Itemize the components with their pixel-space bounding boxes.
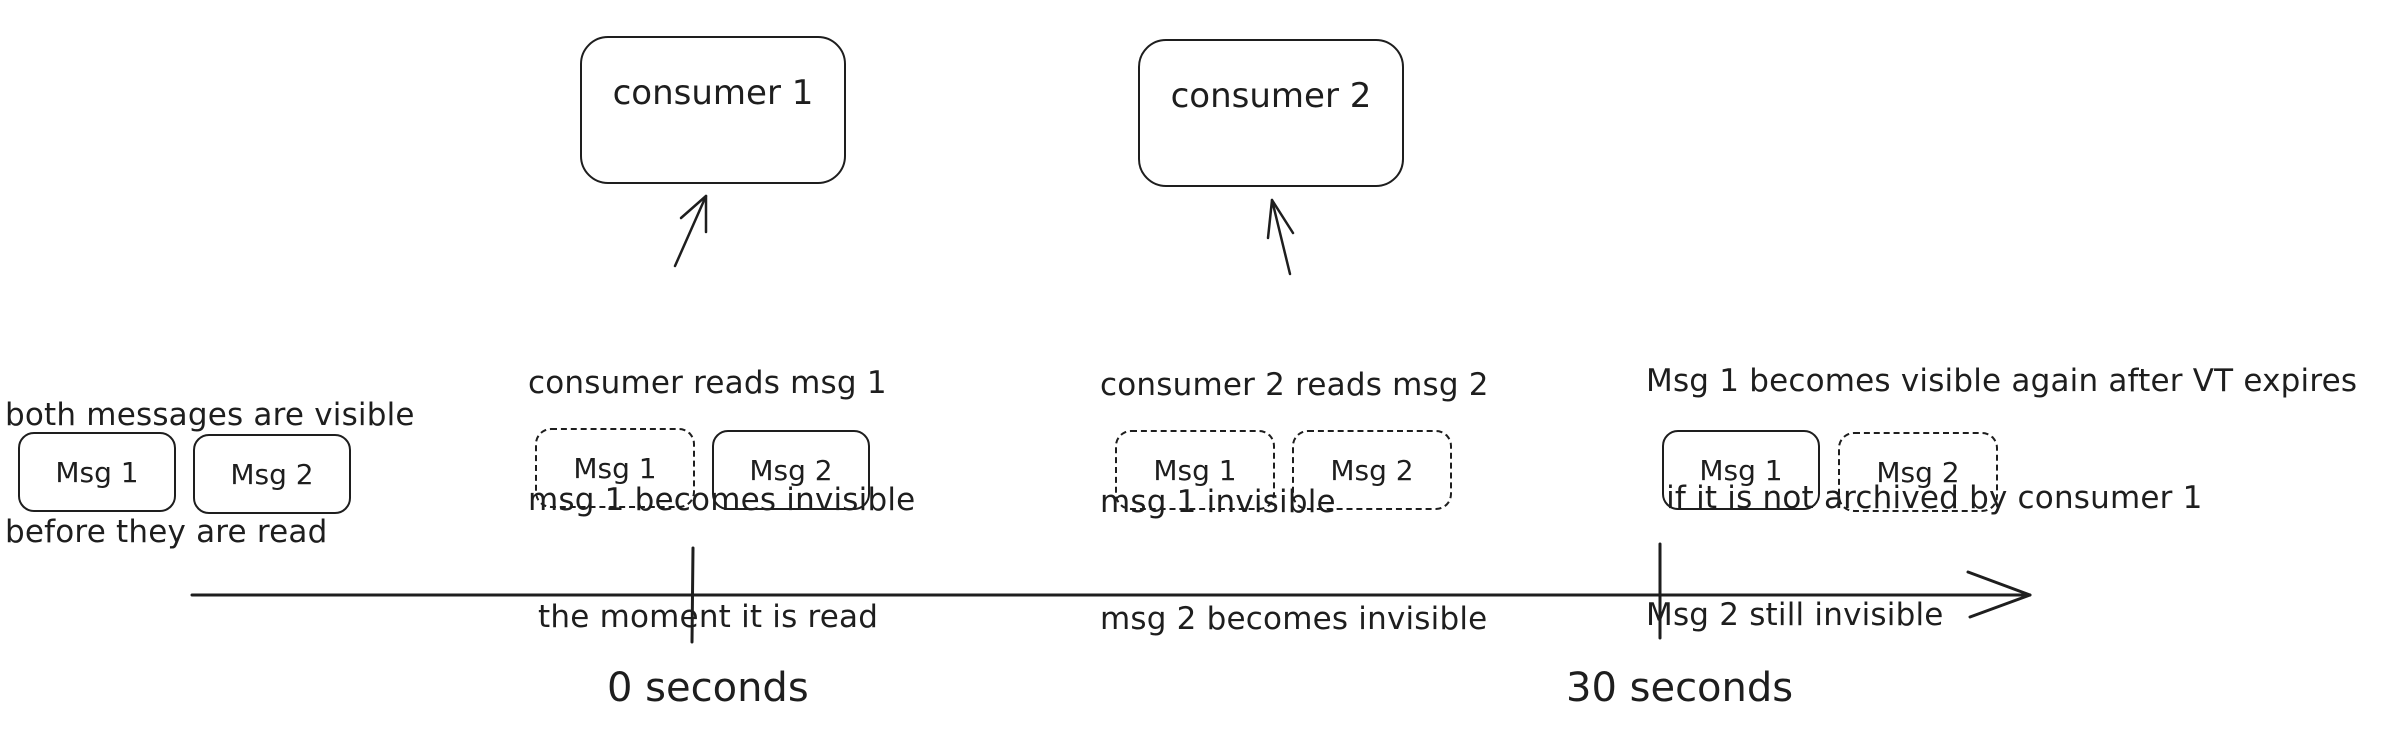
stage-2-msg-2: Msg 2 bbox=[712, 430, 870, 510]
stage-2-msg-1: Msg 1 bbox=[535, 428, 695, 508]
consumer-2-box: consumer 2 bbox=[1138, 39, 1404, 187]
arrow-up-consumer-1-icon bbox=[673, 194, 708, 268]
tick-label-30-seconds: 30 seconds bbox=[1566, 665, 1794, 711]
tick-label-0-seconds: 0 seconds bbox=[607, 665, 809, 711]
stage-1-msg-2: Msg 2 bbox=[193, 434, 351, 514]
stage-3-msg-2: Msg 2 bbox=[1292, 430, 1452, 510]
stage-3-caption: consumer 2 reads msg 2 msg 1 invisible m… bbox=[1100, 367, 1489, 637]
stage-3-msg-1: Msg 1 bbox=[1115, 430, 1275, 510]
stage-1-caption: both messages are visible before they ar… bbox=[5, 397, 415, 550]
arrow-up-consumer-2-icon bbox=[1266, 198, 1295, 276]
consumer-1-box: consumer 1 bbox=[580, 36, 846, 184]
consumer-1-label: consumer 1 bbox=[612, 73, 814, 113]
timeline-axis bbox=[190, 570, 2032, 619]
stage-4-msg-2: Msg 2 bbox=[1838, 432, 1998, 512]
stage-4-msg-1: Msg 1 bbox=[1662, 430, 1820, 510]
timeline-arrowhead-icon bbox=[1966, 570, 2032, 619]
tick-0-seconds bbox=[690, 546, 695, 644]
stage-1-msg-1: Msg 1 bbox=[18, 432, 176, 512]
stage-2-caption: consumer reads msg 1 msg 1 becomes invis… bbox=[528, 365, 916, 635]
consumer-2-label: consumer 2 bbox=[1170, 76, 1372, 116]
